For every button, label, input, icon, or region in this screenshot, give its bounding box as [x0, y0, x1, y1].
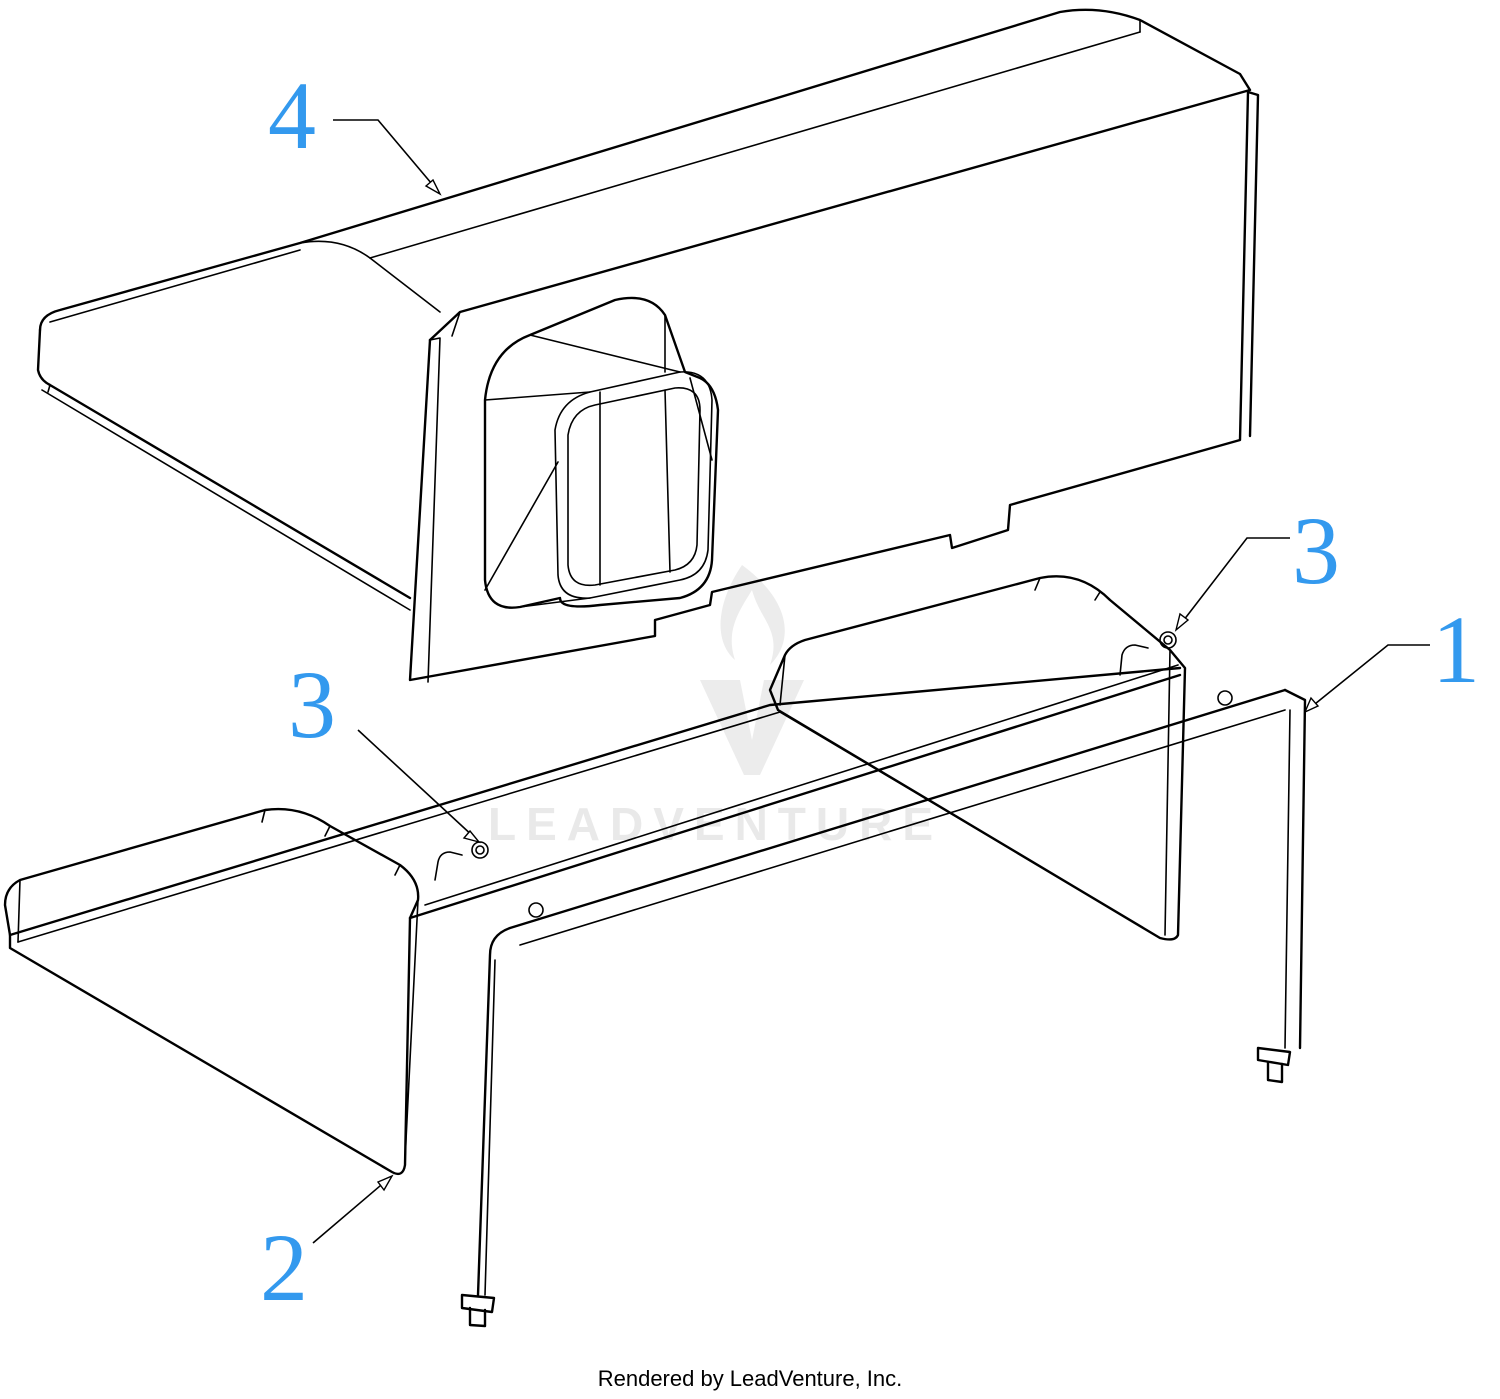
- part-4-bag-cover: [36, 8, 1260, 683]
- watermark: LEADVENTURE: [488, 565, 943, 850]
- watermark-text: LEADVENTURE: [488, 798, 943, 850]
- callout-2: 2: [260, 1214, 308, 1321]
- part-1-frame: [460, 575, 1307, 1328]
- callout-1: 1: [1432, 596, 1480, 703]
- part-2-frame: [3, 631, 1182, 1176]
- callout-4: 4: [268, 62, 316, 169]
- callout-3-right: 3: [1292, 497, 1340, 604]
- flame-logo-icon: [700, 565, 804, 775]
- callout-3-left: 3: [288, 651, 336, 758]
- footer-credit: Rendered by LeadVenture, Inc.: [597, 1366, 903, 1391]
- leader-lines: [312, 119, 1430, 1244]
